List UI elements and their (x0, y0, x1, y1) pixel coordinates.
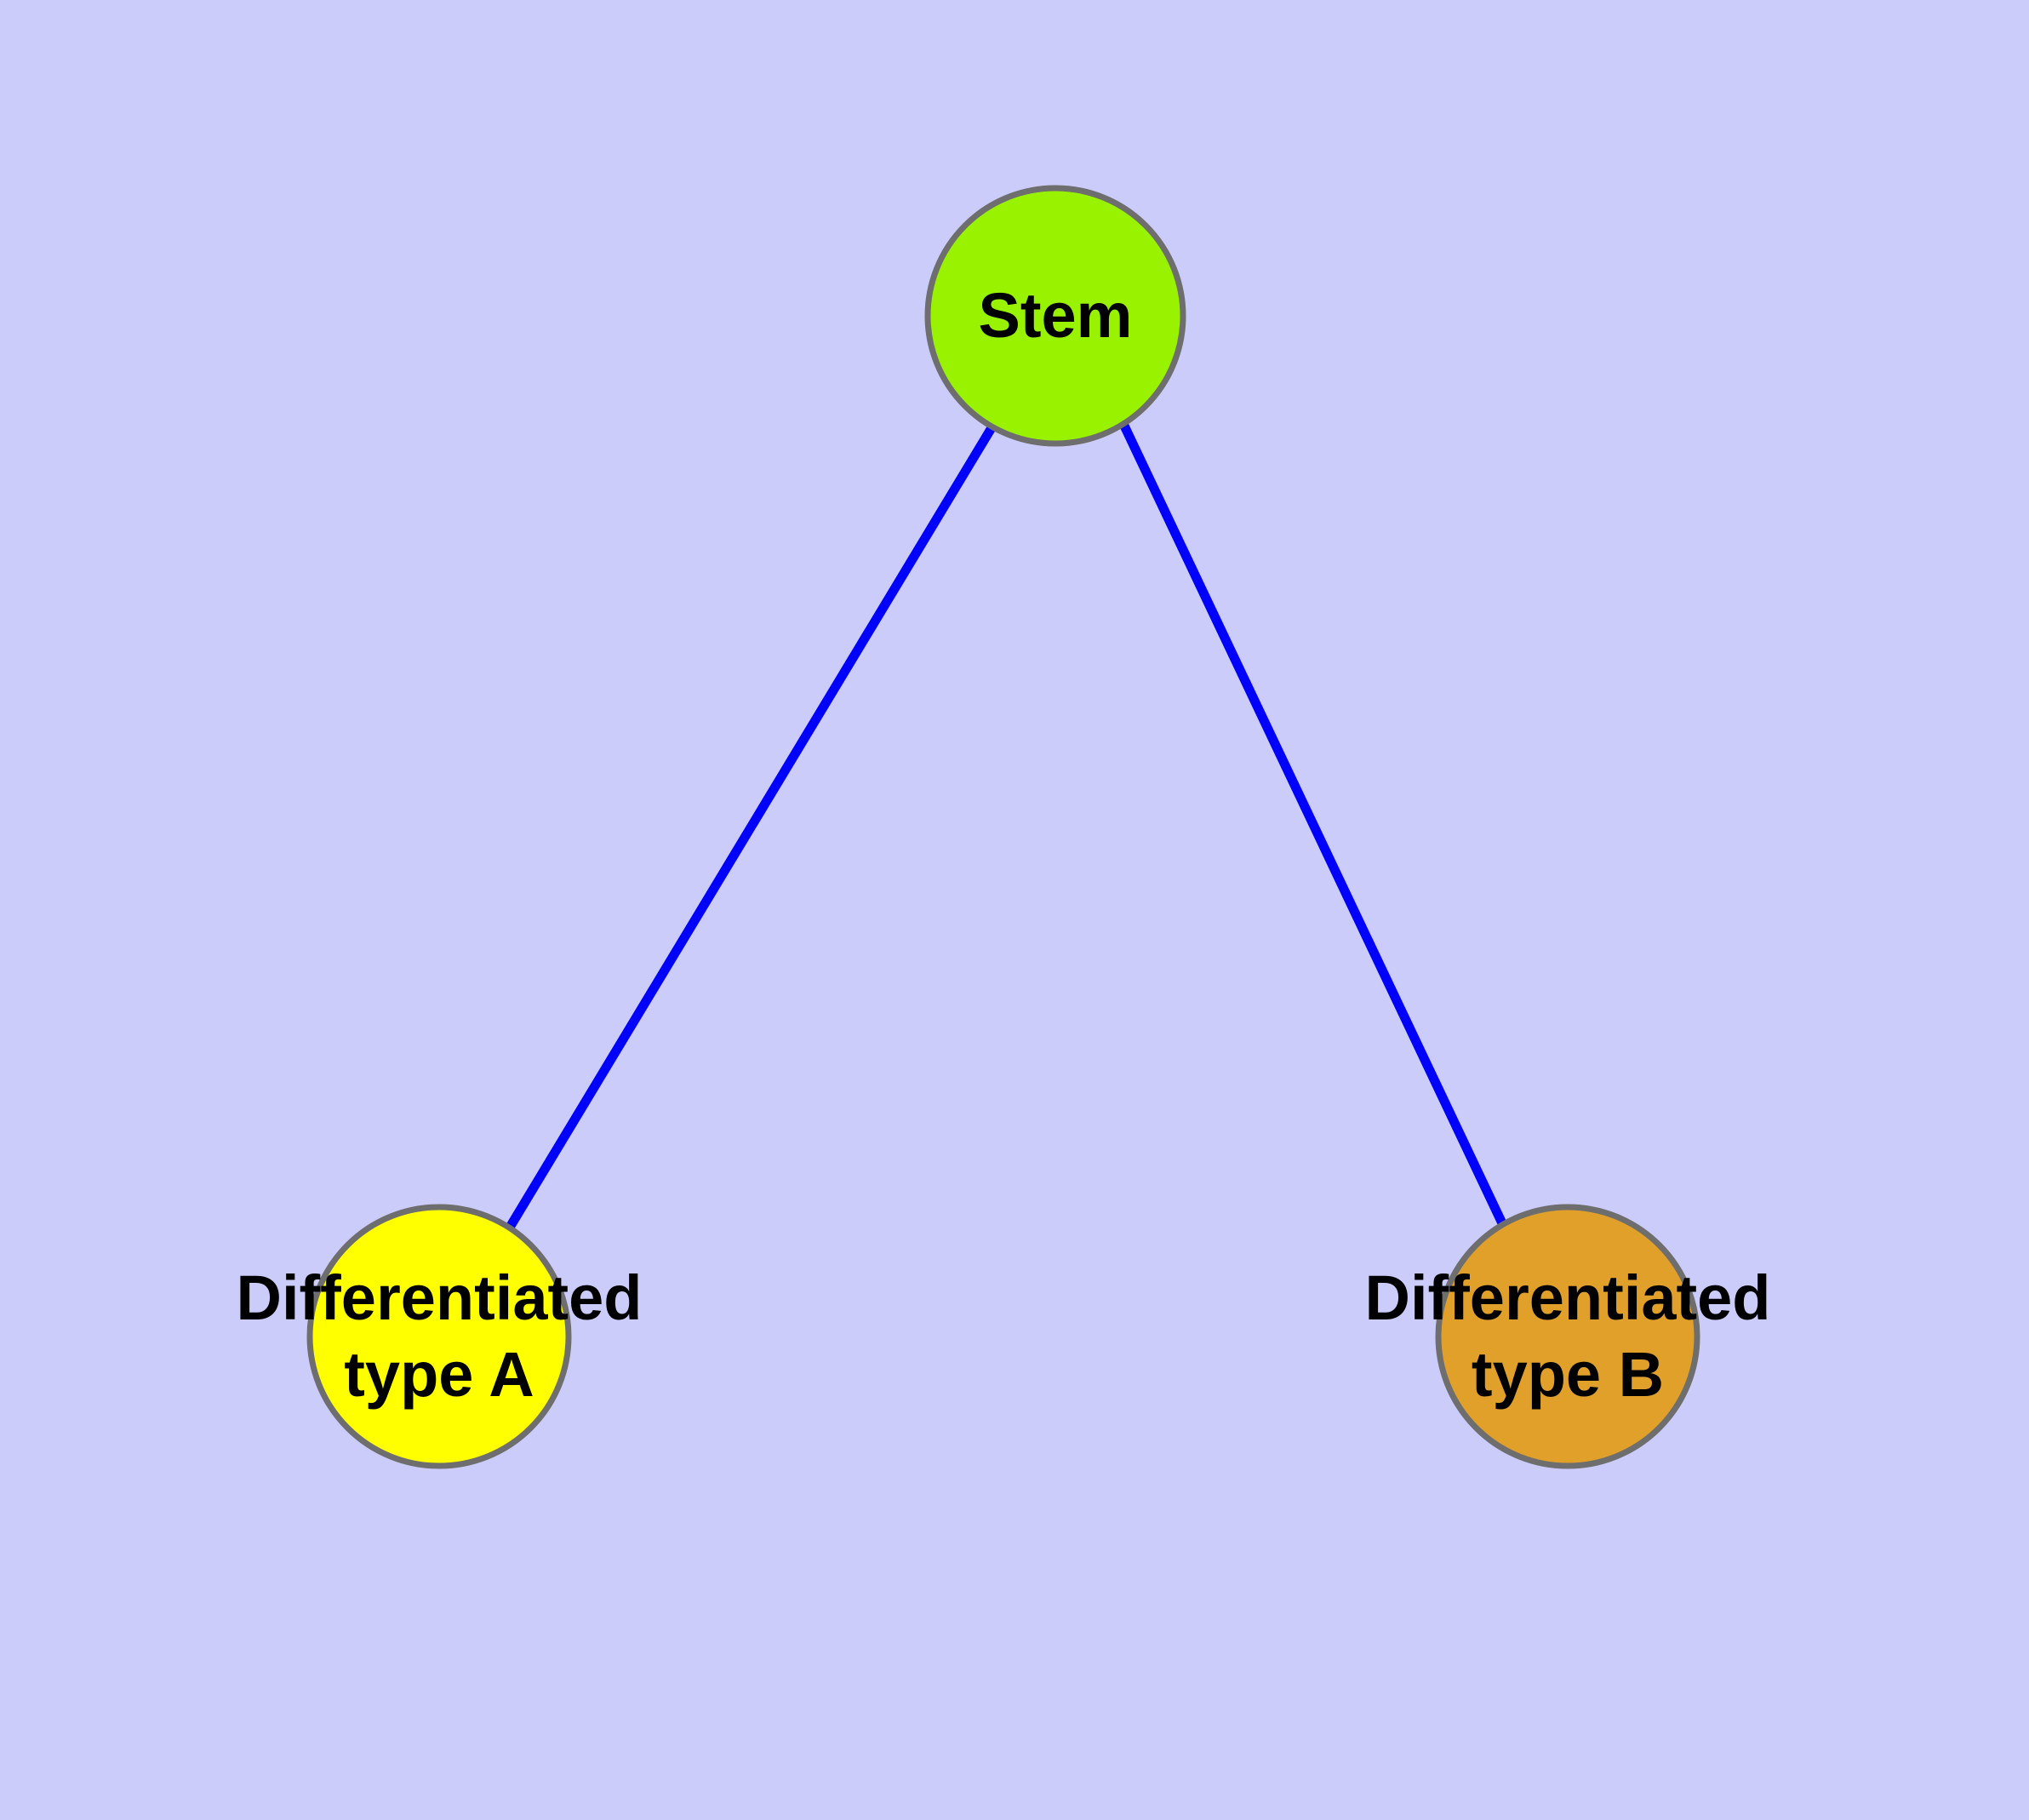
graph-edge[interactable] (506, 424, 997, 1228)
edge-layer (506, 421, 1506, 1228)
label-line: type A (344, 1339, 534, 1410)
node-layer (306, 185, 1700, 1469)
label-line: Differentiated (1365, 1262, 1771, 1333)
label-line: Differentiated (237, 1262, 643, 1333)
label-line: Stem (979, 280, 1133, 351)
graph-node-diff-b[interactable] (1435, 1204, 1700, 1469)
label-line: type B (1472, 1339, 1664, 1410)
graph-node-diff-a[interactable] (306, 1204, 572, 1469)
graph-node-label-stem: Stem (979, 280, 1133, 351)
graph-edge[interactable] (1119, 421, 1506, 1226)
graph-node-stem[interactable] (924, 185, 1186, 447)
